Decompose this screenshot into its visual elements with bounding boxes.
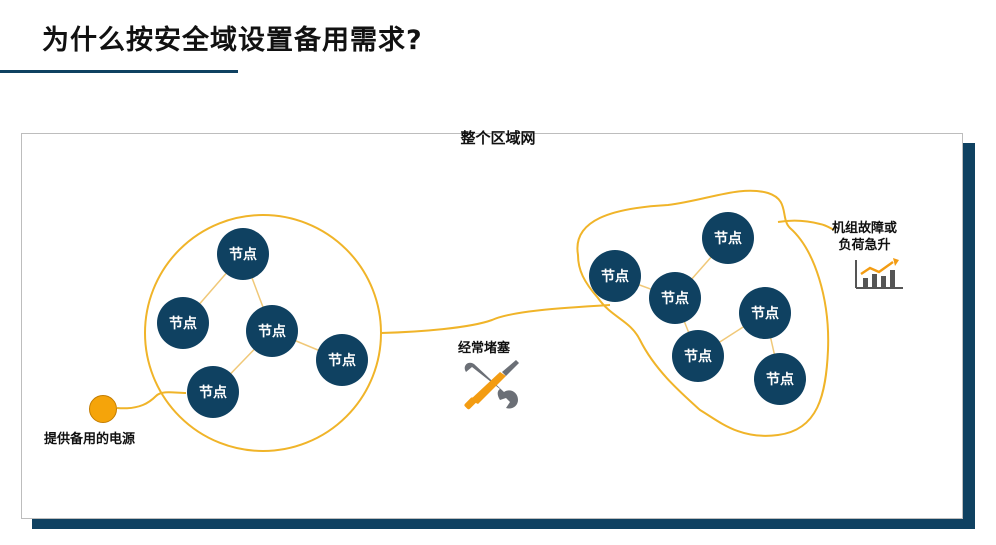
congestion-label: 经常堵塞 [458,341,511,356]
region-label: 整个区域网 [460,129,536,147]
node: 节点 [754,353,806,405]
fault-label-line-1: 机组故障或 [832,221,898,236]
page-title: 为什么按安全域设置备用需求? [42,25,423,56]
node: 节点 [702,212,754,264]
fault-label-line-2: 负荷急升 [838,238,891,253]
node: 节点 [187,366,239,418]
node: 节点 [672,330,724,382]
node: 节点 [316,334,368,386]
node: 节点 [739,287,791,339]
title-underline [0,70,238,73]
power-source-dot [89,395,117,423]
right-cluster-boundary [576,189,830,437]
tie-line [380,304,611,334]
rising-chart-icon [855,258,903,289]
node: 节点 [246,305,298,357]
fault-callout-line [777,219,835,231]
node: 节点 [589,250,641,302]
fault-label: 机组故障或 负荷急升 [832,220,897,254]
power-feed-line [116,391,187,410]
tools-icon [464,360,519,410]
node: 节点 [217,228,269,280]
node: 节点 [649,272,701,324]
power-source-label: 提供备用的电源 [44,432,136,447]
node: 节点 [157,297,209,349]
